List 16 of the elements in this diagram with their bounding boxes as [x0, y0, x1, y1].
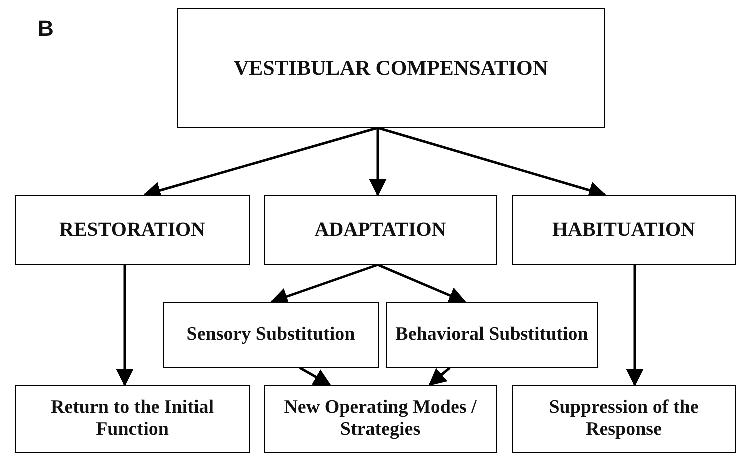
text-box: Return to the Initial Function — [15, 385, 250, 453]
arrow — [378, 264, 467, 304]
text-box: Suppression of the Response — [512, 385, 736, 453]
text-box: VESTIBULAR COMPENSATION — [177, 8, 605, 128]
arrow — [626, 265, 644, 387]
text-box: New Operating Modes / Strategies — [264, 385, 497, 453]
text-box: RESTORATION — [15, 195, 250, 265]
panel-letter: B — [38, 16, 54, 42]
text-box: Behavioral Substitution — [386, 302, 598, 368]
text-box: HABITUATION — [512, 195, 736, 265]
arrow — [369, 128, 387, 197]
arrow — [299, 366, 332, 386]
arrow — [116, 265, 134, 387]
text-box: ADAPTATION — [264, 195, 497, 265]
text-box: Sensory Substitution — [163, 302, 379, 368]
arrow — [428, 367, 451, 386]
